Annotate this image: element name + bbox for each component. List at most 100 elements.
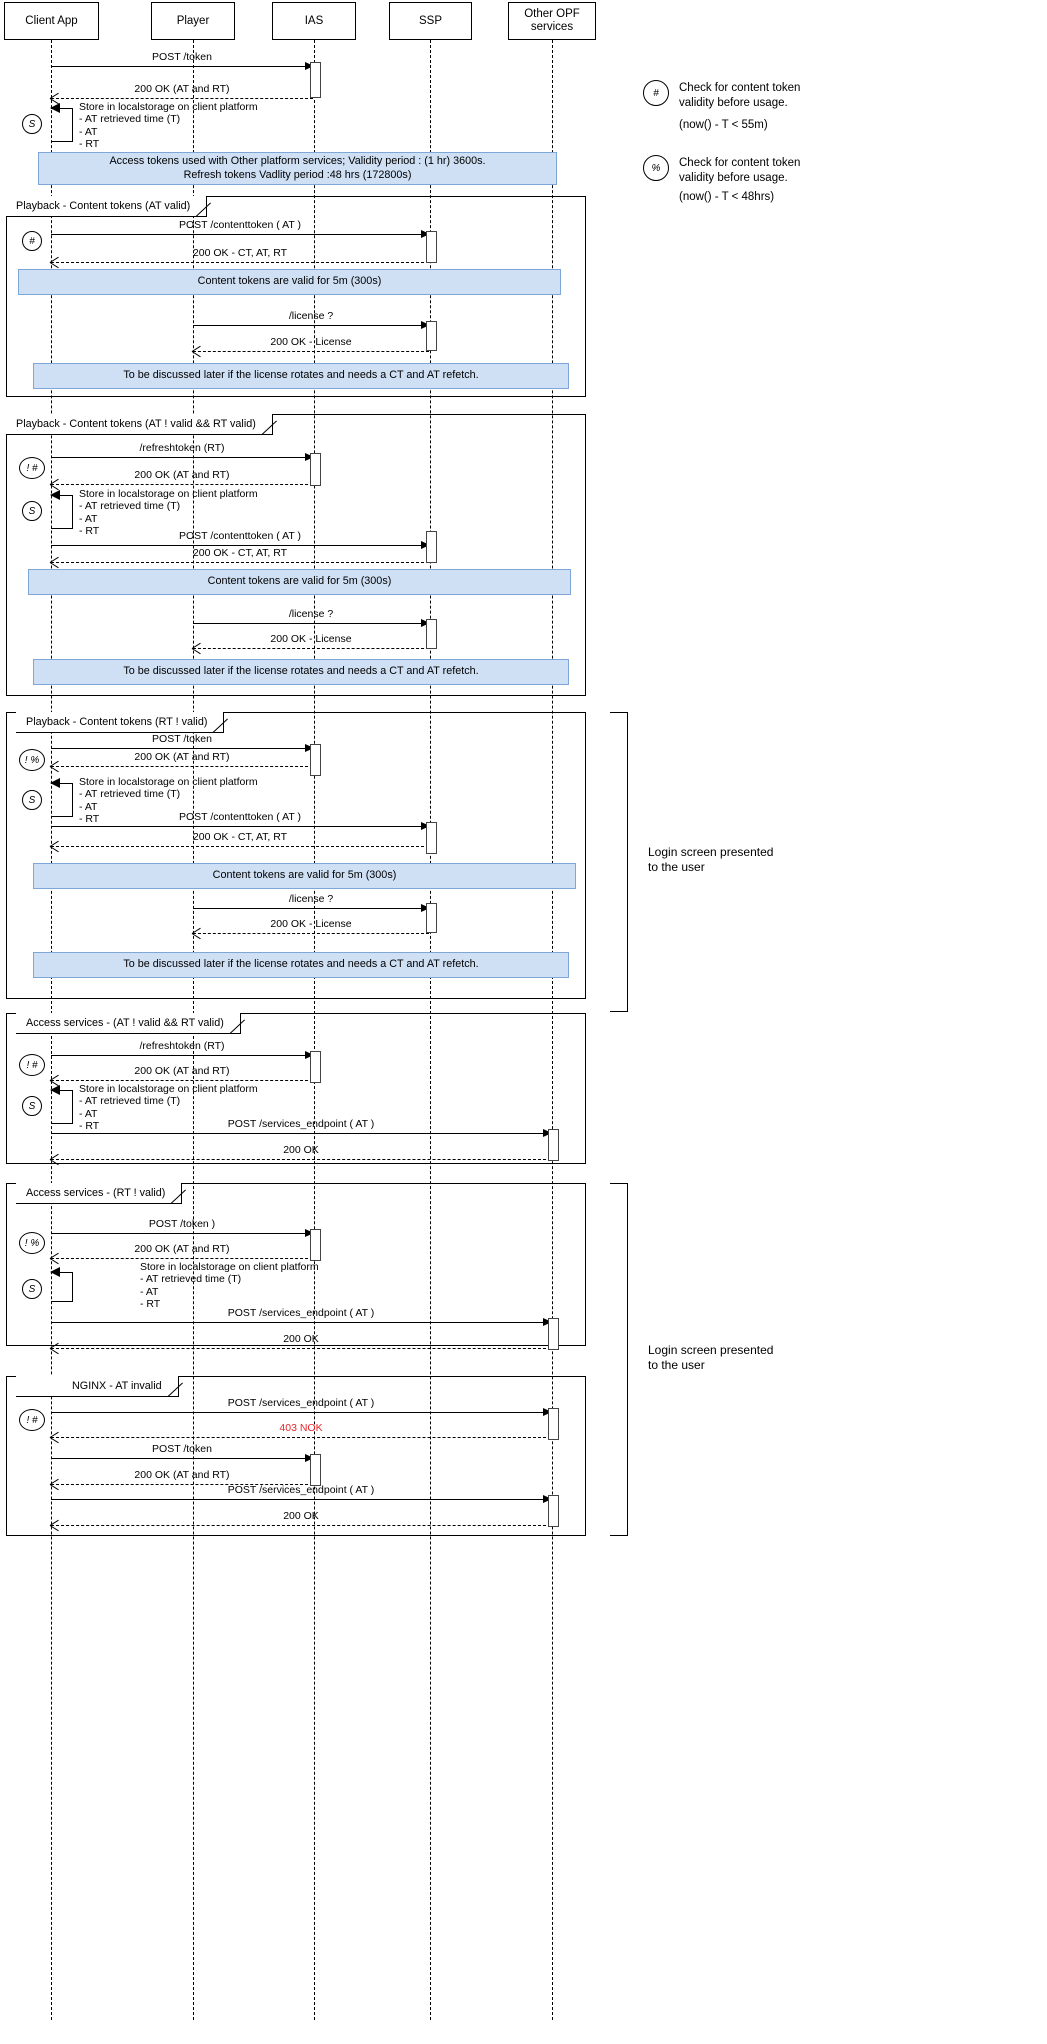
fragment-playback-at-invalid-rt-valid xyxy=(6,414,586,696)
message-line xyxy=(51,1437,551,1438)
marker-store-4: S xyxy=(22,1096,42,1116)
message-line xyxy=(193,623,429,624)
arrowhead-icon xyxy=(421,618,430,627)
self-message-line-4: - RT xyxy=(79,138,100,151)
participant-label: IAS xyxy=(304,14,324,27)
message-line xyxy=(51,846,429,847)
self-message-line-3: - AT xyxy=(140,1285,159,1298)
message-label: POST /contenttoken ( AT ) xyxy=(179,811,301,823)
message-label: /refreshtoken (RT) xyxy=(139,1040,225,1052)
message-line xyxy=(51,1133,551,1134)
arrowhead-icon xyxy=(305,1050,314,1059)
activation-ias-2 xyxy=(310,453,321,486)
message-label: 200 OK (AT and RT) xyxy=(134,1469,230,1481)
fragment-access-services-rt-invalid xyxy=(6,1183,586,1346)
self-message-line-1: Store in localstorage on client platform xyxy=(79,776,258,788)
activation-ssp-5 xyxy=(426,822,437,854)
arrowhead-icon xyxy=(305,743,314,752)
message-label: 200 OK (AT and RT) xyxy=(134,1065,230,1077)
note-text: Content tokens are valid for 5m (300s) xyxy=(207,575,392,588)
participant-client-app[interactable]: Client App xyxy=(4,2,99,40)
message-label: 200 OK (AT and RT) xyxy=(134,751,230,763)
fragment-label-access-services-rt-invalid: Access services - (RT ! valid) xyxy=(16,1183,183,1204)
message-label: /license ? xyxy=(288,893,334,905)
arrowhead-icon xyxy=(543,1128,552,1137)
self-message-text: Store in localstorage on client platform… xyxy=(79,488,258,538)
participant-ssp[interactable]: SSP xyxy=(389,2,472,40)
message-line xyxy=(51,562,429,563)
note-license-rotate-1: To be discussed later if the license rot… xyxy=(33,363,569,389)
participant-player[interactable]: Player xyxy=(151,2,235,40)
self-message-line-4: - RT xyxy=(79,813,100,826)
message-label: POST /services_endpoint ( AT ) xyxy=(227,1484,375,1496)
message-label: POST /token ) xyxy=(148,1218,216,1230)
participant-ias[interactable]: IAS xyxy=(272,2,356,40)
message-label: /refreshtoken (RT) xyxy=(139,442,225,454)
message-label: 200 OK (AT and RT) xyxy=(134,1243,230,1255)
message-label: 200 OK - CT, AT, RT xyxy=(192,831,288,843)
self-message-line-1: Store in localstorage on client platform xyxy=(79,488,258,500)
legend-symbol: # xyxy=(653,87,659,99)
message-label: 200 OK - CT, AT, RT xyxy=(192,547,288,559)
message-label: POST /services_endpoint ( AT ) xyxy=(227,1118,375,1130)
self-message-line-2: - AT retrieved time (T) xyxy=(140,1273,242,1286)
message-label: POST /token xyxy=(152,51,212,63)
activation-opf-4 xyxy=(548,1495,559,1527)
legend-hash-subtext: (now() - T < 55m) xyxy=(679,119,768,131)
self-message-loop xyxy=(51,495,73,529)
note-text: To be discussed later if the license rot… xyxy=(123,665,479,678)
message-label: 200 OK xyxy=(283,1333,319,1345)
marker-symbol: S xyxy=(28,1100,36,1112)
fragment-label-playback-at-invalid-rt-valid: Playback - Content tokens (AT ! valid &&… xyxy=(6,414,273,435)
message-label: POST /services_endpoint ( AT ) xyxy=(227,1397,375,1409)
self-message-line-2: - AT retrieved time (T) xyxy=(79,1095,181,1108)
arrowhead-icon xyxy=(50,778,60,788)
legend-percent-icon: % xyxy=(643,155,669,181)
message-line xyxy=(193,908,429,909)
note-content-tokens-valid-2: Content tokens are valid for 5m (300s) xyxy=(28,569,571,595)
message-label: POST /contenttoken ( AT ) xyxy=(179,530,301,542)
arrowhead-icon xyxy=(305,61,314,70)
marker-symbol: S xyxy=(28,505,36,517)
legend-percent-text: Check for content token validity before … xyxy=(679,157,801,184)
message-line xyxy=(51,1458,313,1459)
message-label-error: 403 NOK xyxy=(279,1422,323,1434)
arrowhead-icon xyxy=(305,1228,314,1237)
arrowhead-icon xyxy=(421,903,430,912)
note-license-rotate-2: To be discussed later if the license rot… xyxy=(33,659,569,685)
message-line xyxy=(193,325,429,326)
note-content-tokens-valid-1: Content tokens are valid for 5m (300s) xyxy=(18,269,561,295)
message-line xyxy=(51,1322,551,1323)
marker-symbol: ! # xyxy=(26,1414,38,1426)
message-line xyxy=(51,1233,313,1234)
self-message-line-4: - RT xyxy=(79,1120,100,1133)
marker-symbol: ! # xyxy=(26,462,38,474)
legend-hash-text: Check for content token validity before … xyxy=(679,82,801,109)
message-line xyxy=(51,1080,313,1081)
message-line xyxy=(51,748,313,749)
self-message-line-2: - AT retrieved time (T) xyxy=(79,500,181,513)
marker-symbol: ! % xyxy=(24,1237,40,1249)
message-line xyxy=(51,234,429,235)
message-line xyxy=(51,1055,313,1056)
arrowhead-icon xyxy=(50,103,60,113)
participant-label: Other OPF services xyxy=(524,8,580,33)
self-message-text: Store in localstorage on client platform… xyxy=(79,1083,258,1133)
participant-label: Client App xyxy=(25,14,78,27)
participant-other-opf-services[interactable]: Other OPF services xyxy=(508,2,596,40)
message-label: POST /contenttoken ( AT ) xyxy=(179,219,301,231)
bracket-login-screen-bottom xyxy=(610,1183,628,1536)
marker-symbol: S xyxy=(28,118,36,130)
marker-symbol: ! % xyxy=(24,754,40,766)
message-label: 200 OK - License xyxy=(270,633,352,645)
message-line xyxy=(51,1348,551,1349)
marker-store-3: S xyxy=(22,790,42,810)
fragment-playback-rt-invalid xyxy=(6,712,586,999)
arrowhead-icon xyxy=(421,821,430,830)
message-line xyxy=(51,1159,551,1160)
marker-symbol: S xyxy=(28,794,36,806)
self-message-line-3: - AT xyxy=(79,800,98,813)
arrowhead-icon xyxy=(421,229,430,238)
marker-symbol: S xyxy=(28,1283,36,1295)
self-message-line-2: - AT retrieved time (T) xyxy=(79,113,181,126)
